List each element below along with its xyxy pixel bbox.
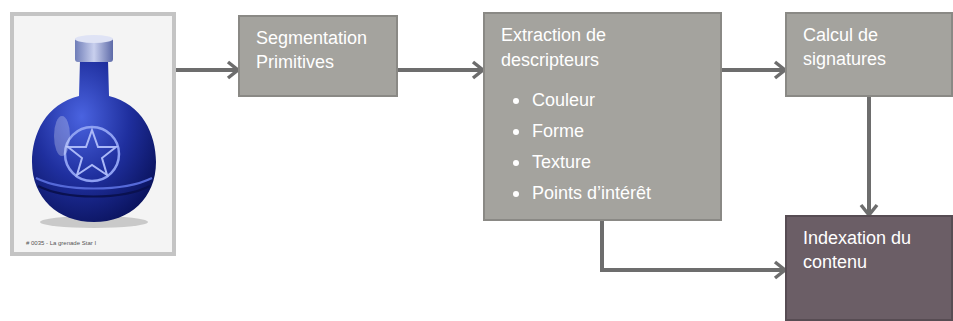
photo xyxy=(14,16,172,252)
photo-frame: # 0035 - La grenade Star I xyxy=(10,12,176,256)
box-label: Calcul de signatures xyxy=(803,23,937,71)
bullet-item: Points d’intérêt xyxy=(532,178,706,209)
process-box: Extraction de descripteursCouleurFormeTe… xyxy=(483,12,722,221)
bottle-body xyxy=(32,60,156,222)
box-label: Segmentation Primitives xyxy=(256,26,382,74)
bottle-star xyxy=(68,130,116,175)
node-content: Calcul de signatures xyxy=(803,23,937,71)
flow-arrow xyxy=(398,68,483,72)
bullet-item: Forme xyxy=(532,116,706,147)
bullet-list: CouleurFormeTexturePoints d’intérêt xyxy=(501,85,706,209)
bullet-item: Couleur xyxy=(532,85,706,116)
process-box: Segmentation Primitives xyxy=(238,15,398,97)
bullet-text: Points d’intérêt xyxy=(532,178,706,209)
bottle-highlight xyxy=(54,116,70,156)
flow-arrow xyxy=(176,68,238,72)
node-content: Indexation du contenu xyxy=(803,226,937,274)
bullet-text: Texture xyxy=(532,147,706,178)
process-box: Calcul de signatures xyxy=(785,12,953,97)
bottle-band xyxy=(36,178,152,189)
bullet-item: Texture xyxy=(532,147,706,178)
node-content: # 0035 - La grenade Star I xyxy=(26,239,164,247)
bottle-band xyxy=(38,186,150,197)
flow-arrow xyxy=(722,68,785,72)
flow-arrow xyxy=(867,97,871,215)
box-heading: Extraction de descripteurs xyxy=(501,23,681,73)
flow-arrow xyxy=(602,221,785,270)
bottle-cap-top xyxy=(75,35,113,43)
node-content: Extraction de descripteursCouleurFormeTe… xyxy=(501,23,706,209)
node-content: Segmentation Primitives xyxy=(256,26,382,74)
photo-ground xyxy=(14,16,172,252)
bullet-text: Forme xyxy=(532,116,706,147)
bottle-emblem xyxy=(65,127,119,181)
output-box: Indexation du contenu xyxy=(785,215,953,321)
box-label: Indexation du contenu xyxy=(803,226,937,274)
photo-caption: # 0035 - La grenade Star I xyxy=(26,239,164,247)
bullet-text: Couleur xyxy=(532,85,706,116)
